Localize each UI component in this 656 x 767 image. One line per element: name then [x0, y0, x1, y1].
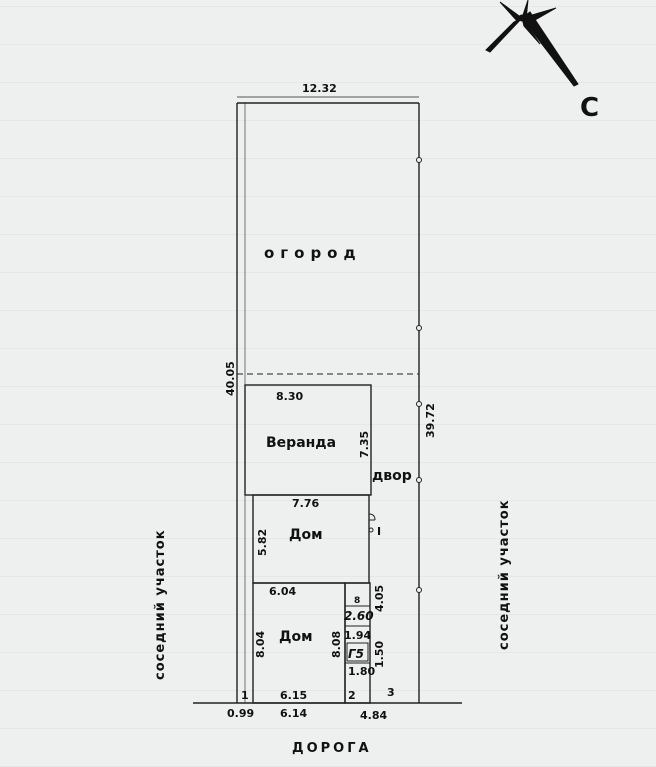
dim-house-upper-width: 7.76: [292, 497, 319, 510]
veranda-label: Веранда: [266, 435, 336, 451]
dim-house-lower-depth: 8.04: [254, 631, 267, 658]
dim-annex-c: 1.94: [344, 629, 371, 642]
dim-veranda-depth: 7.35: [358, 431, 371, 458]
door-mark: I: [377, 525, 381, 538]
house-lower-label: Дом: [279, 629, 313, 645]
dim-annex-mark: Г5: [348, 647, 364, 661]
right-neighbor-label: соседний участок: [497, 499, 512, 650]
dim-left-length: 40.05: [224, 361, 237, 396]
dim-house-upper-depth: 5.82: [256, 529, 269, 556]
garden-label: огород: [264, 244, 362, 262]
compass-icon: [485, 0, 579, 87]
door-icon: [368, 513, 376, 533]
dim-top-width: 12.32: [302, 82, 337, 95]
north-label: С: [580, 93, 599, 123]
annex-block: [344, 582, 371, 704]
dim-annex-e: 1.80: [348, 665, 375, 678]
dim-right-length: 39.72: [424, 403, 437, 438]
dim-veranda-width: 8.30: [276, 390, 303, 403]
dim-bottom-right: 4.84: [360, 709, 387, 722]
point-1: 1: [241, 689, 249, 702]
annex-rooms: [345, 605, 370, 664]
dim-house-lower-inner: 8.08: [330, 631, 343, 658]
dim-house-lower-width: 6.04: [269, 585, 296, 598]
dim-bottom-left-offset: 0.99: [227, 707, 254, 720]
house-upper-label: Дом: [289, 527, 323, 543]
point-2: 2: [348, 689, 356, 702]
road-label: ДОРОГА: [292, 741, 372, 756]
fence-posts: [416, 157, 422, 593]
yard-label: двор: [372, 468, 412, 484]
left-neighbor-label: соседний участок: [153, 529, 168, 680]
dim-annex-d: 1.50: [373, 641, 386, 668]
point-3: 3: [387, 686, 395, 699]
dim-annex-a: 8: [354, 596, 360, 606]
dim-annex-depth: 4.05: [373, 585, 386, 612]
dim-bottom-front: 6.14: [280, 707, 307, 720]
dim-annex-b: 2.60: [344, 609, 374, 623]
dim-bottom-house: 6.15: [280, 689, 307, 702]
